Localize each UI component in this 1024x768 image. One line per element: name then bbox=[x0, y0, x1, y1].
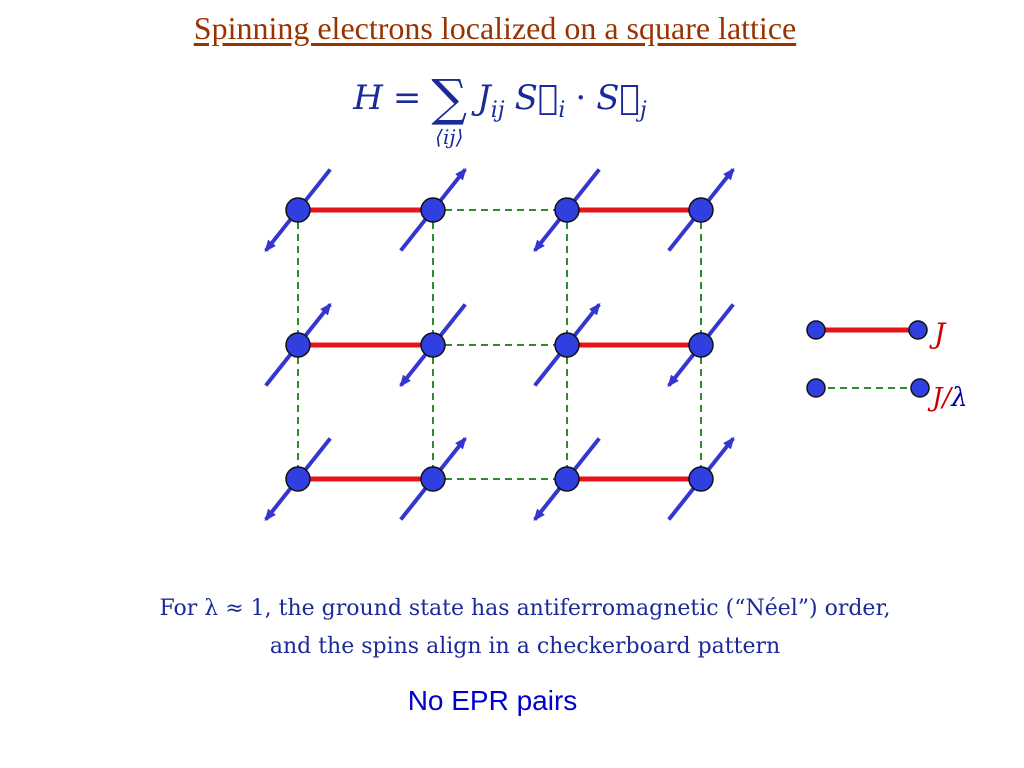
lattice-site bbox=[420, 332, 446, 358]
legend-weak-label-j: J/ bbox=[927, 383, 953, 413]
lattice-site bbox=[554, 197, 580, 223]
lattice-site bbox=[554, 466, 580, 492]
lattice-site bbox=[420, 197, 446, 223]
legend-strong-site-left bbox=[806, 320, 826, 340]
lattice-site bbox=[554, 332, 580, 358]
spin-j-symbol: S⃗ bbox=[596, 78, 640, 118]
legend-strong-site-right bbox=[908, 320, 928, 340]
hamiltonian-equation: H = ∑ ⟨ij⟩ Jij S⃗i · S⃗j bbox=[0, 72, 1000, 148]
legend-weak-label-lambda: λ bbox=[950, 383, 967, 413]
legend-weak-site-right bbox=[910, 378, 930, 398]
spin-i-term: S⃗i bbox=[515, 72, 566, 137]
lattice-site bbox=[285, 197, 311, 223]
lattice-site bbox=[420, 466, 446, 492]
coupling-subscript: ij bbox=[490, 97, 505, 123]
caption-line-1: For λ ≈ 1, the ground state has antiferr… bbox=[159, 596, 891, 621]
footer-note: No EPR pairs bbox=[407, 685, 578, 716]
coupling-term: Jij bbox=[477, 72, 505, 137]
coupling-symbol: J bbox=[477, 78, 491, 118]
lattice-site bbox=[688, 466, 714, 492]
sum-subscript: ⟨ij⟩ bbox=[435, 125, 464, 149]
caption: For λ ≈ 1, the ground state has antiferr… bbox=[0, 590, 1024, 666]
slide-title: Spinning electrons localized on a square… bbox=[193, 10, 797, 46]
spin-j-subscript: j bbox=[639, 97, 647, 123]
lattice-site bbox=[285, 332, 311, 358]
bond-legend: J J/λ bbox=[806, 317, 968, 413]
lattice-site bbox=[285, 466, 311, 492]
caption-line-2: and the spins align in a checkerboard pa… bbox=[269, 634, 781, 659]
hamiltonian-lhs: H bbox=[353, 78, 383, 118]
spin-i-symbol: S⃗ bbox=[514, 78, 559, 118]
sum-symbol: ∑ bbox=[431, 69, 468, 127]
sum-block: ∑ ⟨ij⟩ bbox=[431, 72, 467, 148]
spin-j-term: S⃗j bbox=[596, 72, 647, 137]
bonds-layer bbox=[297, 207, 702, 482]
legend-weak-site-left bbox=[806, 378, 826, 398]
equals-sign: = bbox=[392, 78, 422, 118]
spin-i-subscript: i bbox=[558, 97, 566, 123]
lattice-site bbox=[688, 332, 714, 358]
lattice-site bbox=[688, 197, 714, 223]
legend-strong-label: J bbox=[929, 317, 947, 350]
legend-weak-label: J/λ bbox=[927, 383, 968, 413]
spins-layer bbox=[264, 167, 735, 522]
dot-operator: · bbox=[575, 78, 587, 118]
